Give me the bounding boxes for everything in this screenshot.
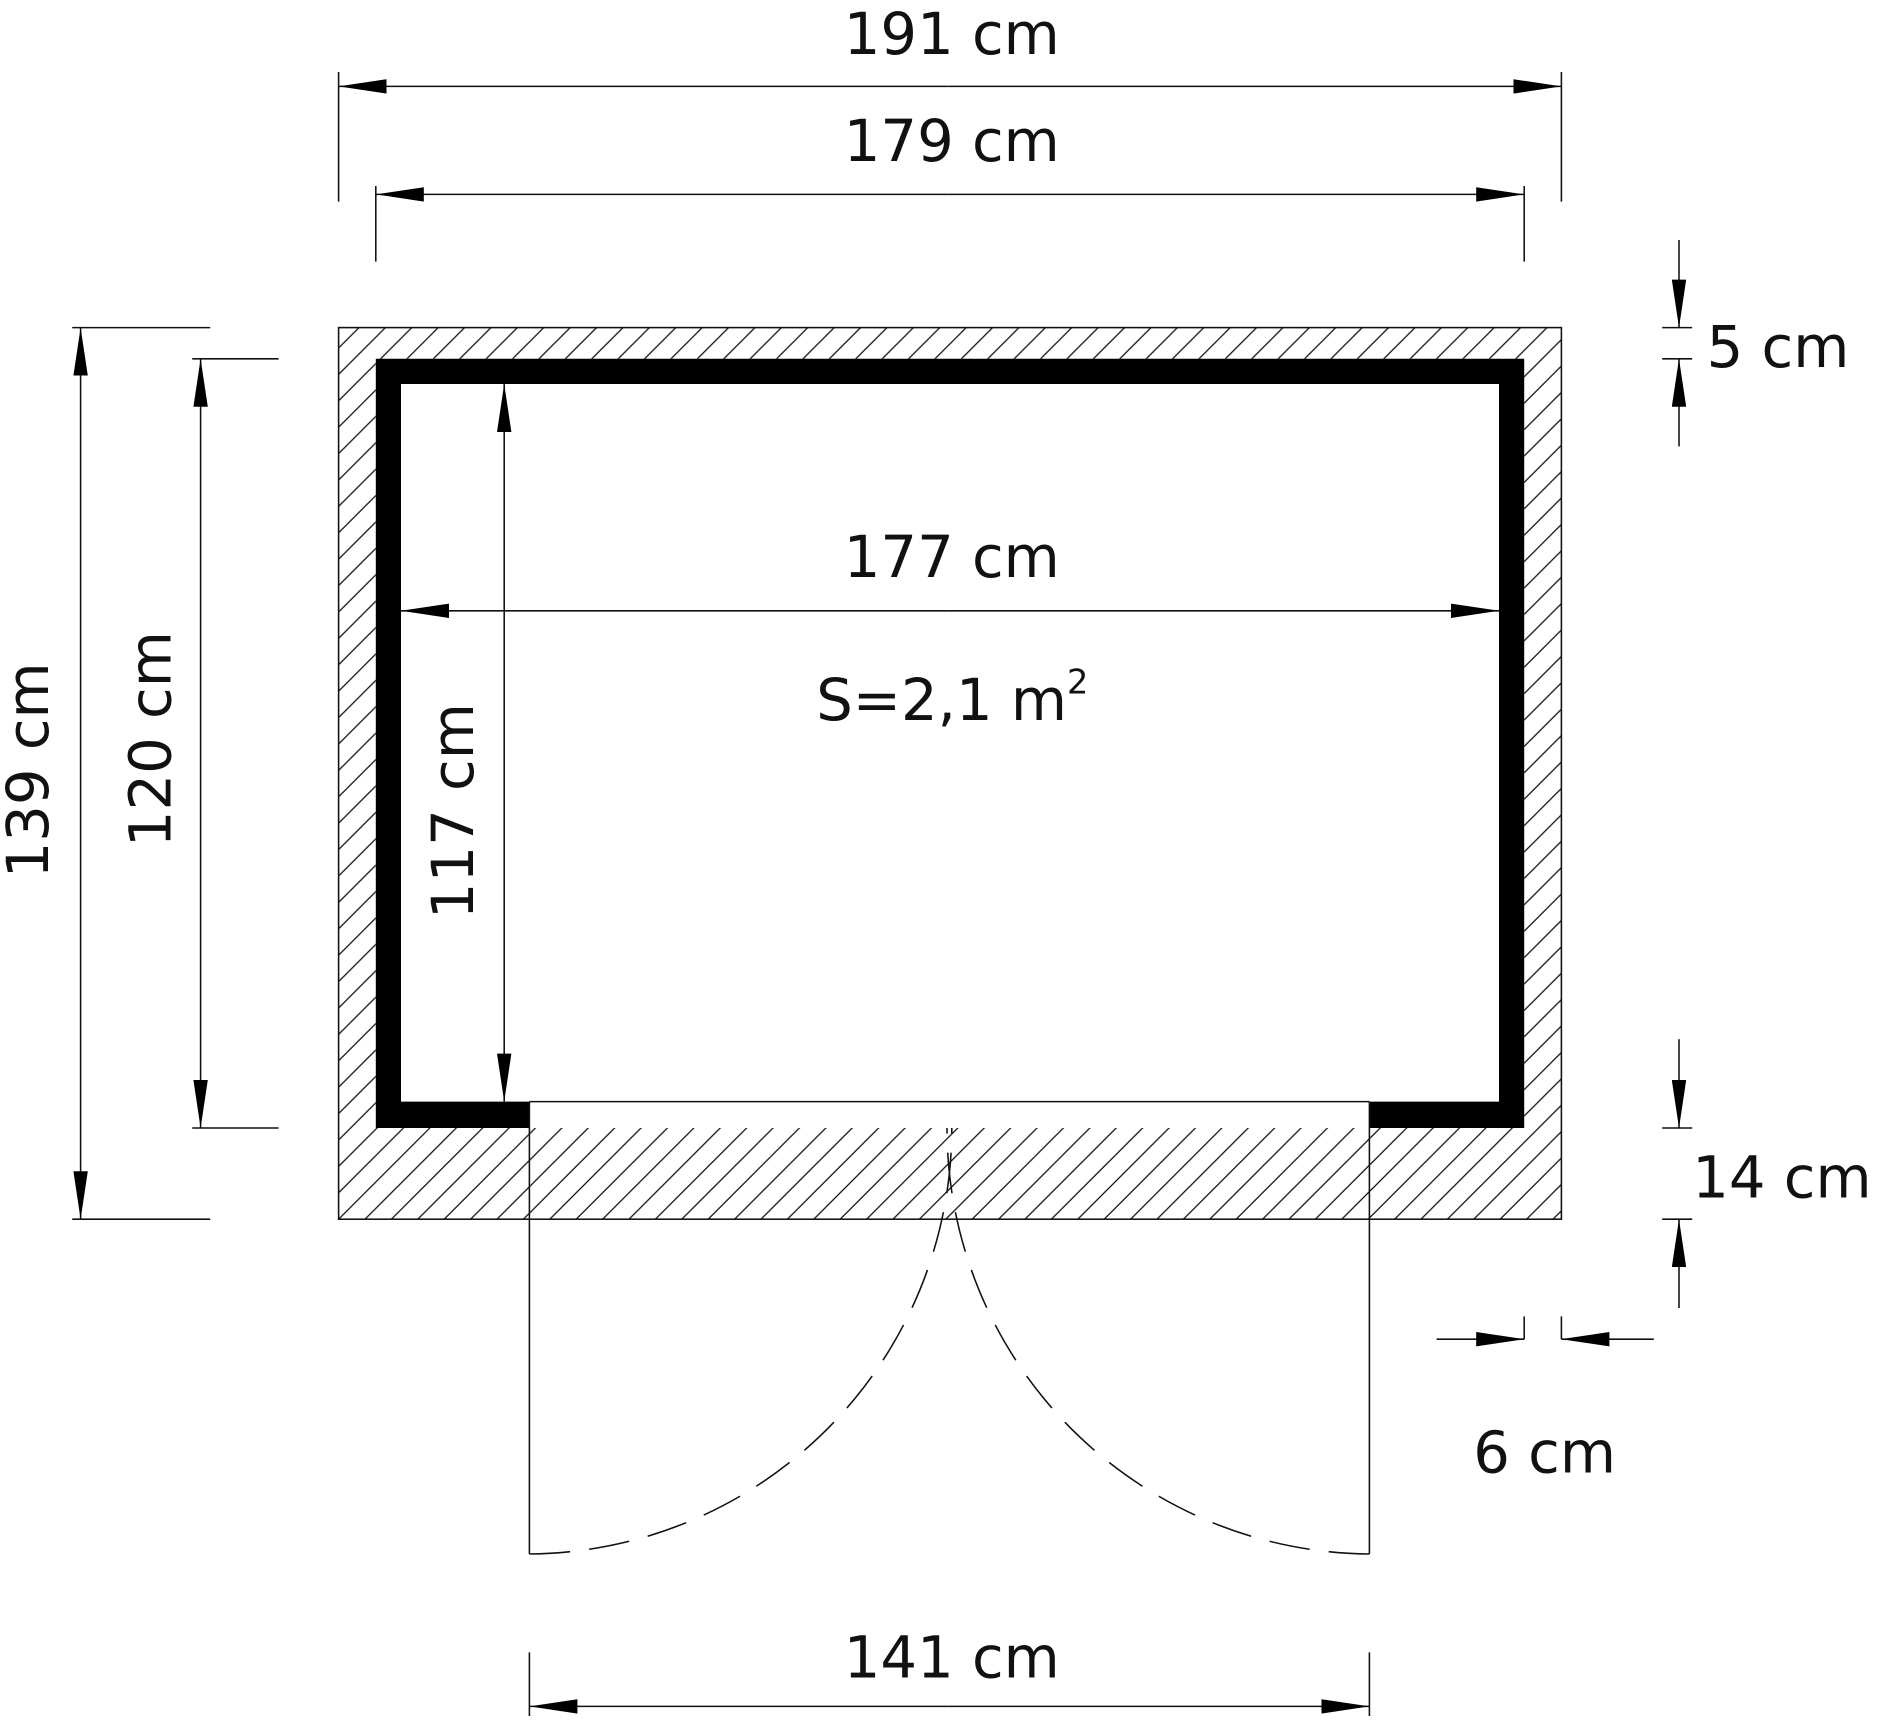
dimension-base-width: 179 cm <box>375 108 1525 262</box>
base-width-label: 179 cm <box>844 108 1060 175</box>
inner-width-label: 177 cm <box>844 524 1060 591</box>
dimension-inner-depth: 117 cm <box>420 384 512 1102</box>
door-width-label: 141 cm <box>844 1625 1060 1692</box>
overhang-side-label: 6 cm <box>1473 1419 1616 1486</box>
base-depth-label: 120 cm <box>118 631 185 847</box>
area-label: S=2,1 m2 <box>816 663 1088 734</box>
overhang-front-label: 14 cm <box>1692 1145 1871 1212</box>
walls <box>375 358 1525 1128</box>
hatched-foundation <box>337 326 1563 1220</box>
overhang-back-label: 5 cm <box>1707 314 1850 381</box>
dimension-door-width: 141 cm <box>528 1625 1371 1716</box>
dimension-overhang-back: 5 cm <box>1662 240 1850 447</box>
inner-depth-label: 117 cm <box>420 703 487 919</box>
outer-width-label: 191 cm <box>844 1 1060 68</box>
outer-depth-label: 139 cm <box>0 662 62 878</box>
dimension-base-depth: 120 cm <box>118 358 279 1129</box>
dimension-overhang-front: 14 cm <box>1662 1039 1872 1308</box>
double-door <box>528 1101 1371 1555</box>
dimension-inner-width: 177 cm <box>400 524 1499 618</box>
dimension-outer-width: 191 cm <box>337 1 1563 202</box>
dimension-outer-depth: 139 cm <box>0 326 211 1220</box>
dimension-overhang-side: 6 cm <box>1436 1316 1654 1486</box>
